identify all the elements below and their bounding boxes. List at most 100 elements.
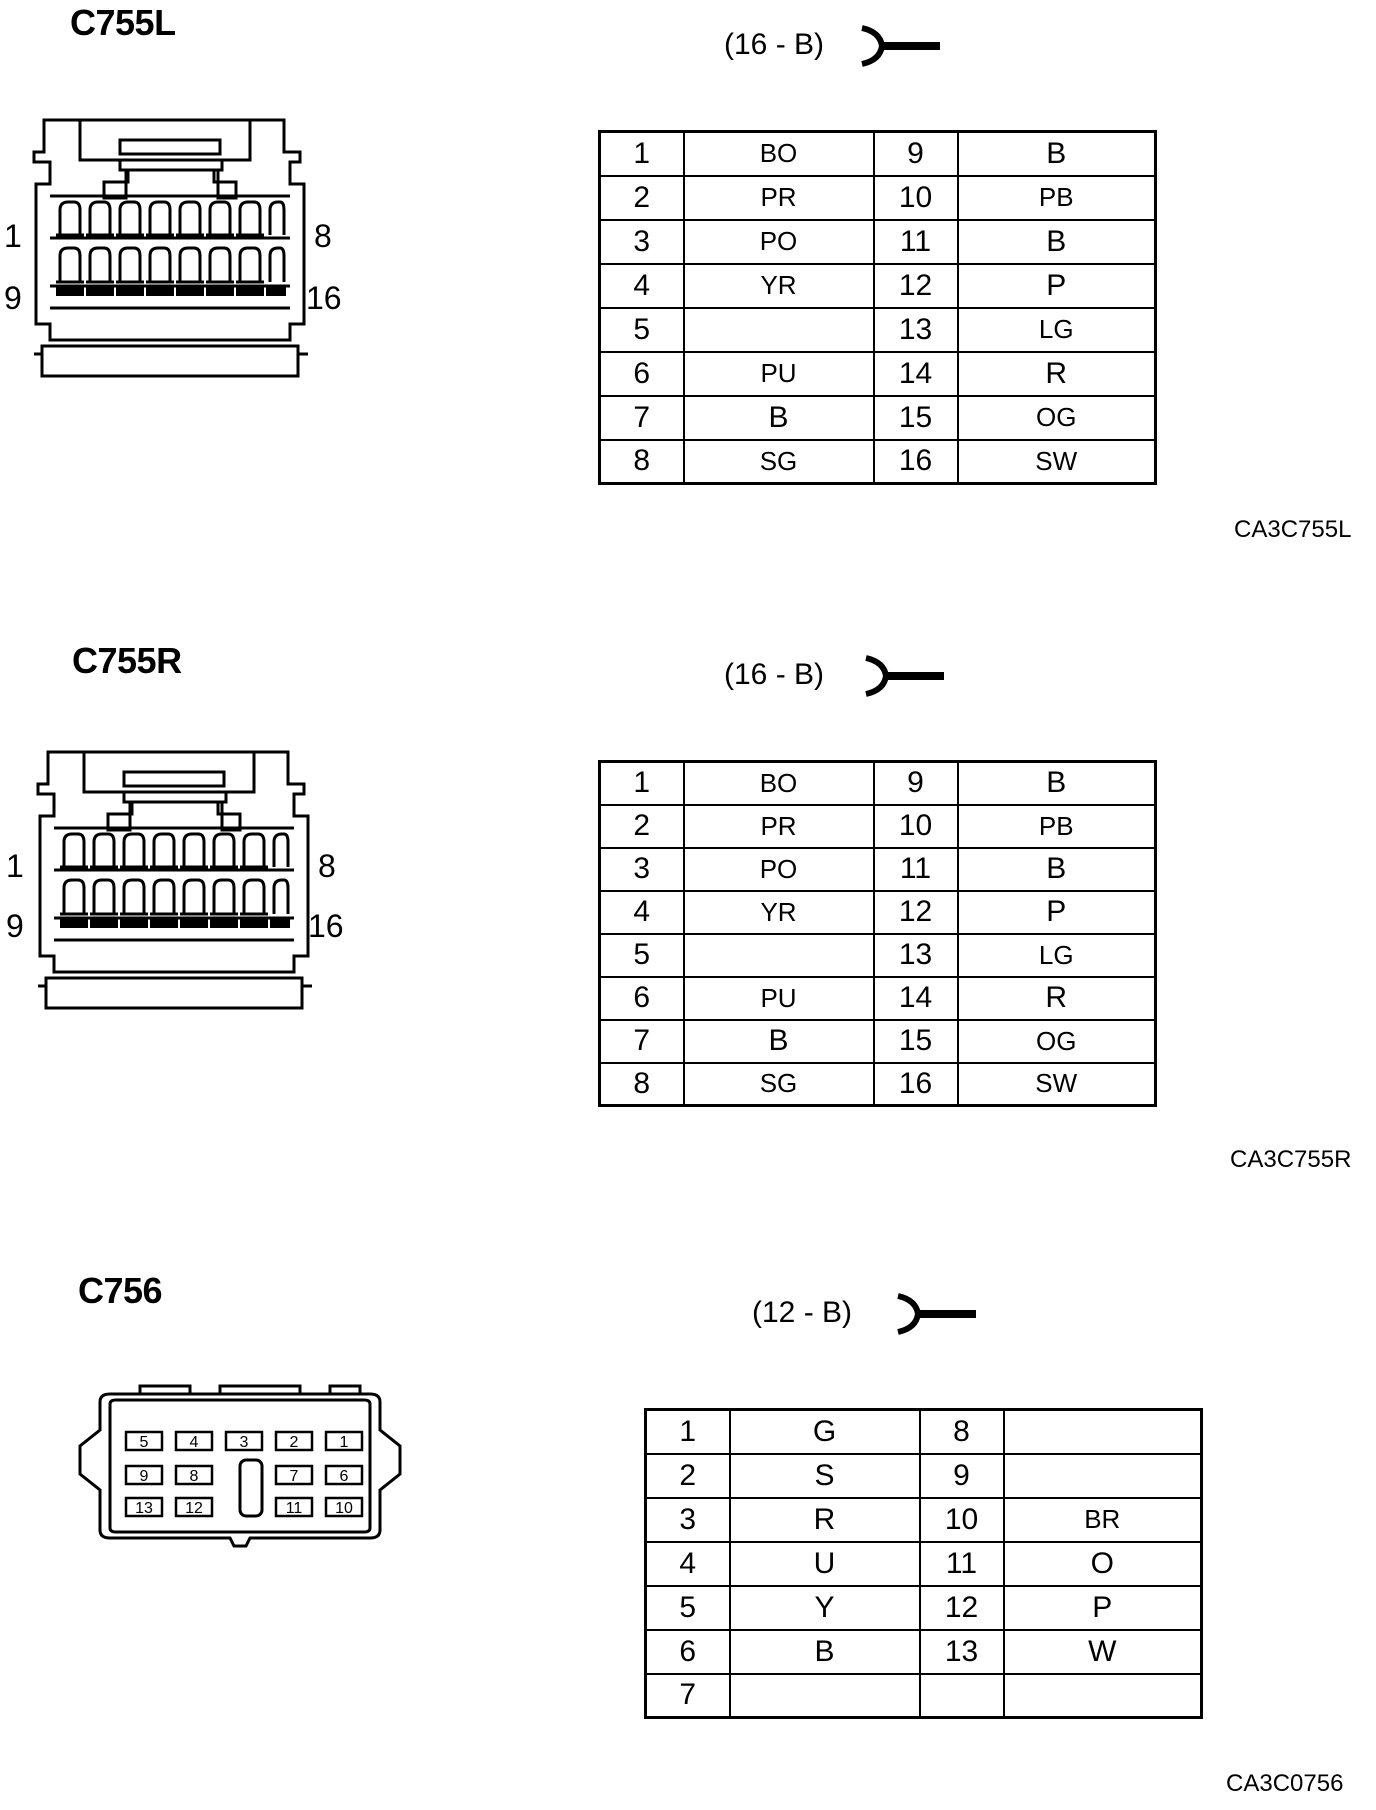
wire-color: OG bbox=[956, 394, 1157, 441]
wire-color: PB bbox=[956, 803, 1157, 849]
wire-color: B bbox=[956, 218, 1157, 265]
wire-color: PB bbox=[956, 174, 1157, 221]
terminal-fork-icon bbox=[861, 25, 940, 67]
wire-color bbox=[1002, 1452, 1203, 1499]
face-pin-label: 9 bbox=[140, 1468, 149, 1485]
wire-color: PR bbox=[682, 803, 875, 849]
wire-color: R bbox=[956, 975, 1157, 1021]
face-pin-label: 11 bbox=[286, 1500, 303, 1517]
diagram-code-c755l: CA3C755L bbox=[1234, 516, 1352, 543]
pin-number: 5 bbox=[644, 1584, 731, 1631]
connector-type-c755r: (16 - B) bbox=[724, 658, 825, 691]
terminal-fork-icon bbox=[865, 655, 944, 697]
pin-number: 11 bbox=[872, 846, 959, 892]
pin-number: 7 bbox=[598, 394, 685, 441]
wire-color bbox=[1002, 1408, 1203, 1455]
diagram-code-c756: CA3C0756 bbox=[1226, 1770, 1344, 1797]
pin-number: 4 bbox=[598, 262, 685, 309]
pin-number: 1 bbox=[598, 130, 685, 177]
pin-number: 3 bbox=[598, 846, 685, 892]
wire-color: B bbox=[956, 130, 1157, 177]
pin-number: 15 bbox=[872, 1018, 959, 1064]
pin-number: 8 bbox=[598, 438, 685, 485]
wire-color: P bbox=[956, 889, 1157, 935]
pin-number: 11 bbox=[872, 218, 959, 265]
pin-number: 4 bbox=[644, 1540, 731, 1587]
wire-color bbox=[1002, 1672, 1203, 1719]
wire-color bbox=[682, 932, 875, 978]
pin-number: 15 bbox=[872, 394, 959, 441]
table-row: 7 bbox=[644, 1672, 1203, 1719]
pin-number: 16 bbox=[872, 438, 959, 485]
connector-title-c756: C756 bbox=[78, 1270, 163, 1311]
wire-color: P bbox=[956, 262, 1157, 309]
pin-number: 1 bbox=[644, 1408, 731, 1455]
wire-color: SW bbox=[956, 438, 1157, 485]
connector-face-c755l bbox=[32, 118, 308, 378]
pin-number: 14 bbox=[872, 975, 959, 1021]
pin-number: 4 bbox=[598, 889, 685, 935]
wire-color: LG bbox=[956, 932, 1157, 978]
face-pin-label: 7 bbox=[290, 1468, 299, 1485]
wire-color: B bbox=[728, 1628, 921, 1675]
connector-title-c755r: C755R bbox=[72, 640, 182, 681]
wire-color: G bbox=[728, 1408, 921, 1455]
face-pin-label: 4 bbox=[190, 1434, 199, 1451]
face-pin-label: 5 bbox=[140, 1434, 149, 1451]
diagram-code-c755r: CA3C755R bbox=[1230, 1146, 1352, 1173]
pin-number: 2 bbox=[598, 174, 685, 221]
pin-number: 3 bbox=[598, 218, 685, 265]
wire-color: PR bbox=[682, 174, 875, 221]
wire-color: Y bbox=[728, 1584, 921, 1631]
connector-face-c756: 5 4 3 2 1 9 8 7 6 13 12 11 10 bbox=[78, 1384, 402, 1548]
connector-type-c755l: (16 - B) bbox=[724, 28, 825, 61]
pin-number: 8 bbox=[598, 1061, 685, 1107]
wire-color: YR bbox=[682, 262, 875, 309]
wire-color: S bbox=[728, 1452, 921, 1499]
wire-color: R bbox=[728, 1496, 921, 1543]
pin-number: 5 bbox=[598, 306, 685, 353]
pin-number: 7 bbox=[644, 1672, 731, 1719]
face-pin-label: 2 bbox=[290, 1434, 299, 1451]
pin-number: 1 bbox=[598, 760, 685, 806]
pin-number: 10 bbox=[918, 1496, 1005, 1543]
face-pin-label: 8 bbox=[190, 1468, 199, 1485]
pin-label-top-left: 1 bbox=[6, 848, 24, 884]
wire-color: LG bbox=[956, 306, 1157, 353]
pin-number: 3 bbox=[644, 1496, 731, 1543]
wire-color: SW bbox=[956, 1061, 1157, 1107]
wire-color: B bbox=[956, 846, 1157, 892]
wire-color: SG bbox=[682, 1061, 875, 1107]
wire-color: SG bbox=[682, 438, 875, 485]
wire-color: B bbox=[682, 1018, 875, 1064]
wire-color: W bbox=[1002, 1628, 1203, 1675]
pin-label-bottom-left: 9 bbox=[6, 908, 24, 944]
connector-title-c755l: C755L bbox=[70, 2, 176, 43]
face-pin-label: 12 bbox=[185, 1500, 203, 1517]
pin-number: 12 bbox=[918, 1584, 1005, 1631]
wire-color: PU bbox=[682, 350, 875, 397]
face-pin-label: 3 bbox=[240, 1434, 249, 1451]
pin-label-bottom-right: 16 bbox=[306, 280, 342, 316]
wire-color: PU bbox=[682, 975, 875, 1021]
face-pin-label: 10 bbox=[335, 1500, 353, 1517]
face-pin-label: 13 bbox=[135, 1500, 153, 1517]
pin-number: 13 bbox=[872, 932, 959, 978]
face-pin-label: 6 bbox=[340, 1468, 349, 1485]
